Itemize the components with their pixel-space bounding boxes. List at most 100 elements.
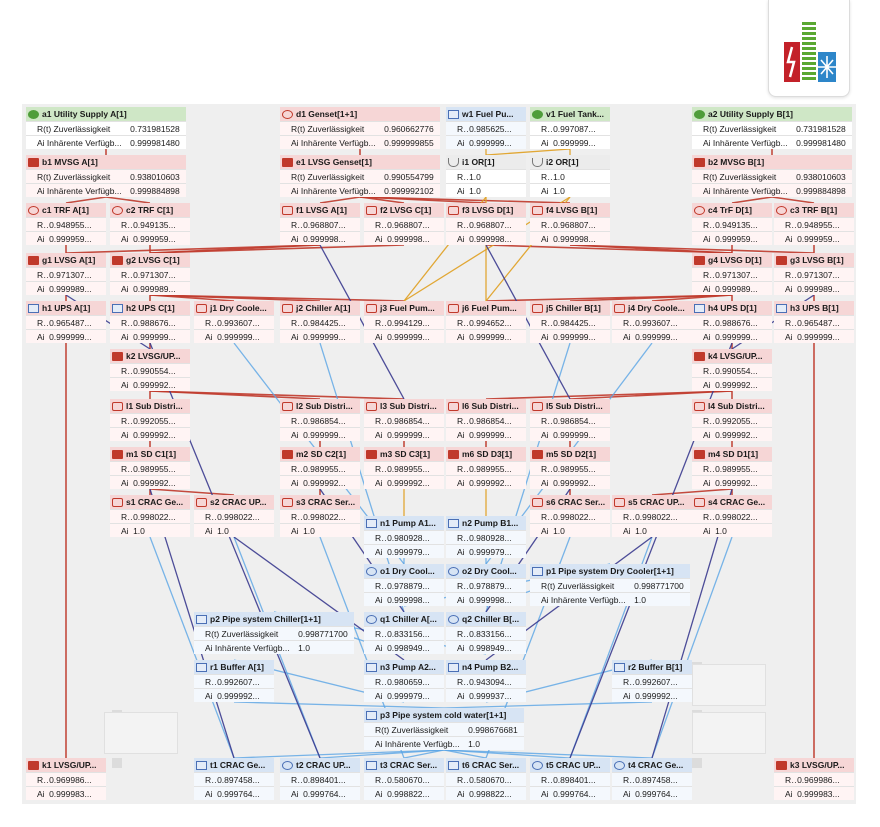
block-header[interactable]: t3 CRAC Ser... bbox=[364, 758, 444, 772]
block-header[interactable]: r2 Buffer B[1] bbox=[612, 660, 692, 674]
block-header[interactable]: t5 CRAC UP... bbox=[530, 758, 610, 772]
block-p1[interactable]: p1 Pipe system Dry Cooler[1+1]R(t) Zuver… bbox=[530, 564, 690, 606]
block-p2[interactable]: p2 Pipe system Chiller[1+1]R(t) Zuverläs… bbox=[194, 612, 354, 654]
block-p3[interactable]: p3 Pipe system cold water[1+1]R(t) Zuver… bbox=[364, 708, 524, 750]
block-header[interactable]: g3 LVSG B[1] bbox=[774, 253, 854, 267]
block-header[interactable]: m3 SD C3[1] bbox=[364, 447, 444, 461]
block-header[interactable]: f3 LVSG D[1] bbox=[446, 203, 526, 217]
block-header[interactable]: s1 CRAC Ge... bbox=[110, 495, 190, 509]
block-header[interactable]: t4 CRAC Ge... bbox=[612, 758, 692, 772]
block-header[interactable]: t2 CRAC UP... bbox=[280, 758, 360, 772]
block-header[interactable]: p3 Pipe system cold water[1+1] bbox=[364, 708, 524, 722]
block-header[interactable]: s3 CRAC Ser... bbox=[280, 495, 360, 509]
block-header[interactable]: v1 Fuel Tank... bbox=[530, 107, 610, 121]
block-header[interactable]: t6 CRAC Ser... bbox=[446, 758, 526, 772]
block-header[interactable]: c1 TRF A[1] bbox=[26, 203, 106, 217]
block-header[interactable]: m5 SD D2[1] bbox=[530, 447, 610, 461]
block-header[interactable]: c4 TrF D[1] bbox=[692, 203, 772, 217]
block-header[interactable]: i1 OR[1] bbox=[446, 155, 526, 169]
block-header[interactable]: c2 TRF C[1] bbox=[110, 203, 190, 217]
block-header[interactable]: k3 LVSG/UP... bbox=[774, 758, 854, 772]
block-header[interactable]: o1 Dry Cool... bbox=[364, 564, 444, 578]
block-header[interactable]: h1 UPS A[1] bbox=[26, 301, 106, 315]
block-header[interactable]: n1 Pump A1... bbox=[364, 516, 444, 530]
block-header[interactable]: h2 UPS C[1] bbox=[110, 301, 190, 315]
block-header[interactable]: h4 UPS D[1] bbox=[692, 301, 772, 315]
block-header[interactable]: w1 Fuel Pu... bbox=[446, 107, 526, 121]
block-header[interactable]: o2 Dry Cool... bbox=[446, 564, 526, 578]
block-header[interactable]: i2 OR[1] bbox=[530, 155, 610, 169]
block-header[interactable]: l1 Sub Distri... bbox=[110, 399, 190, 413]
block-header[interactable]: h3 UPS B[1] bbox=[774, 301, 854, 315]
block-header[interactable]: f2 LVSG C[1] bbox=[364, 203, 444, 217]
block-header[interactable]: p2 Pipe system Chiller[1+1] bbox=[194, 612, 354, 626]
block-header[interactable]: l5 Sub Distri... bbox=[530, 399, 610, 413]
block-header[interactable]: m6 SD D3[1] bbox=[446, 447, 526, 461]
block-header[interactable]: t1 CRAC Ge... bbox=[194, 758, 274, 772]
block-header[interactable]: a1 Utility Supply A[1] bbox=[26, 107, 186, 121]
block-header[interactable]: k2 LVSG/UP... bbox=[110, 349, 190, 363]
block-header[interactable]: j2 Chiller A[1] bbox=[280, 301, 360, 315]
block-header[interactable]: l6 Sub Distri... bbox=[446, 399, 526, 413]
block-header[interactable]: s4 CRAC Ge... bbox=[692, 495, 772, 509]
block-header[interactable]: k1 LVSG/UP... bbox=[26, 758, 106, 772]
block-header[interactable]: j6 Fuel Pum... bbox=[446, 301, 526, 315]
block-header[interactable]: f1 LVSG A[1] bbox=[280, 203, 360, 217]
block-header[interactable]: l4 Sub Distri... bbox=[692, 399, 772, 413]
block-header[interactable]: m2 SD C2[1] bbox=[280, 447, 360, 461]
block-header[interactable]: g4 LVSG D[1] bbox=[692, 253, 772, 267]
block-header[interactable]: j1 Dry Coole... bbox=[194, 301, 274, 315]
block-header[interactable]: g1 LVSG A[1] bbox=[26, 253, 106, 267]
block-header[interactable]: j5 Chiller B[1] bbox=[530, 301, 610, 315]
block-header[interactable]: n2 Pump B1... bbox=[446, 516, 526, 530]
block-header[interactable]: k4 LVSG/UP... bbox=[692, 349, 772, 363]
block-header[interactable]: l2 Sub Distri... bbox=[280, 399, 360, 413]
block-header[interactable]: s5 CRAC UP... bbox=[612, 495, 692, 509]
block-header[interactable]: d1 Genset[1+1] bbox=[280, 107, 440, 121]
block-header[interactable]: j3 Fuel Pum... bbox=[364, 301, 444, 315]
